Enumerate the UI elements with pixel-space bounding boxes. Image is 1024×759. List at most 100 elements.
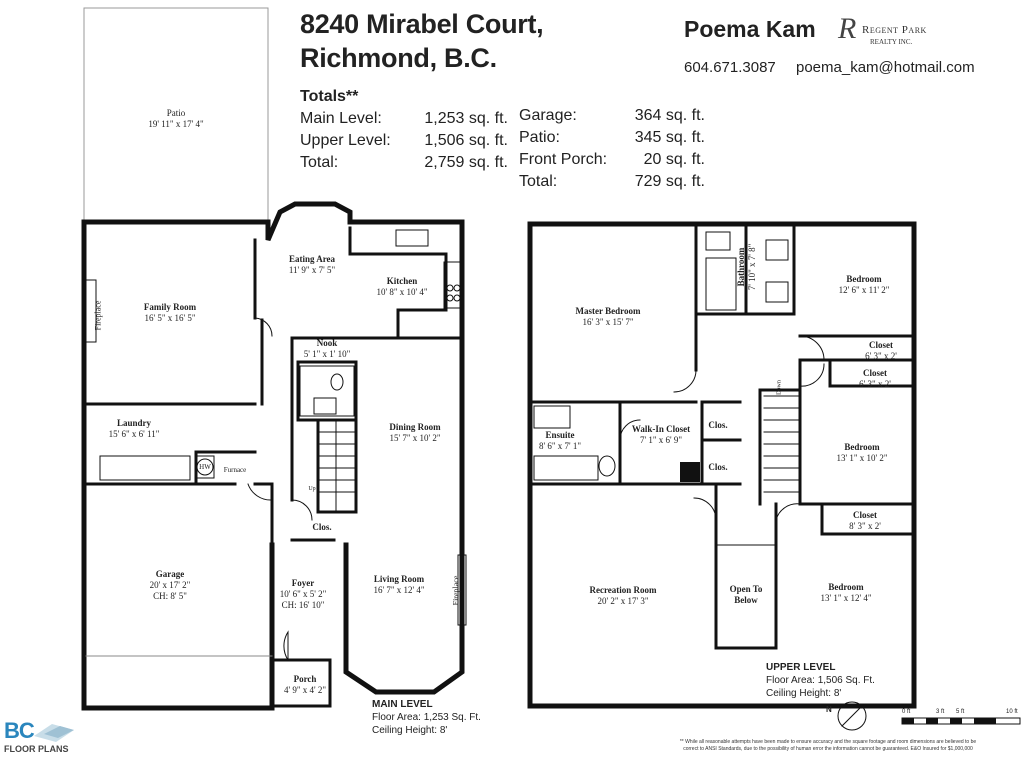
- room-name: Bathroom: [736, 247, 746, 287]
- room-name: Garage: [155, 569, 185, 579]
- room-name: Closet: [852, 510, 877, 520]
- totals-row: Patio:345 sq. ft.: [519, 127, 705, 149]
- totals-value: 364 sq. ft.: [634, 107, 705, 124]
- room-ceiling: CH: 8' 5": [153, 591, 187, 601]
- brokerage-monogram: R: [838, 12, 857, 45]
- scale-bar: [901, 717, 1021, 725]
- closet-label-upper-2: Clos.: [708, 462, 728, 472]
- room-dimensions: 12' 6" x 11' 2": [838, 285, 890, 295]
- room-name: Closet: [862, 368, 887, 378]
- totals-value: 729 sq. ft.: [634, 173, 705, 190]
- room-dimensions: 5' 1" x 1' 10": [303, 349, 351, 359]
- totals-label: Upper Level:: [300, 132, 391, 149]
- totals-label: Total:: [519, 173, 558, 190]
- room-dimensions: 13' 1" x 10' 2": [836, 453, 888, 463]
- stairs-down-label: Down: [776, 380, 783, 395]
- closet-label-upper-1: Clos.: [708, 420, 728, 430]
- upper-level-floor-area: Floor Area: 1,506 Sq. Ft.: [766, 675, 875, 686]
- chimney-block: [680, 462, 700, 482]
- fireplace-label-living: Fireplace: [451, 575, 461, 606]
- room-dimensions: 19' 11" x 17' 4": [148, 119, 204, 129]
- room-name: Bedroom: [846, 274, 882, 284]
- room-dimensions: 16' 5" x 16' 5": [144, 313, 196, 323]
- scale-tick: 0 ft: [902, 709, 911, 715]
- logo-subtext: FLOOR PLANS: [4, 744, 69, 754]
- fireplace-label-family: Fireplace: [93, 300, 103, 331]
- room-dimensions: 20' x 17' 2": [149, 580, 191, 590]
- room-dimensions: 16' 3" x 15' 7": [582, 317, 634, 327]
- room-dimensions: 15' 6" x 6' 11": [108, 429, 160, 439]
- logo-text: BC: [4, 718, 35, 743]
- stairs-up-label: Up: [308, 486, 316, 492]
- closet-label-foyer: Clos.: [312, 522, 332, 532]
- totals-right: Garage: 364 sq. ft. Patio:345 sq. ft. Fro…: [519, 105, 705, 193]
- room-name: Nook: [316, 338, 338, 348]
- room-name: Laundry: [116, 418, 152, 428]
- room-name: Foyer: [291, 578, 315, 588]
- totals-value: 1,253 sq. ft.: [424, 110, 508, 127]
- room-dimensions: 7' 10" x 7' 8": [747, 243, 757, 291]
- main-interior-walls: [84, 226, 464, 708]
- agent-email[interactable]: poema_kam@hotmail.com: [796, 59, 975, 76]
- kitchen-fixtures: [99, 229, 463, 481]
- room-ceiling: CH: 16' 10": [281, 600, 325, 610]
- scale-tick: 5 ft: [956, 709, 965, 715]
- totals-label: Garage:: [519, 107, 577, 124]
- water-heater-label: HW: [199, 463, 211, 471]
- fireplace-living: [457, 554, 467, 626]
- totals-row: Total:2,759 sq. ft.: [300, 152, 508, 174]
- room-name: Open To Below: [729, 584, 763, 605]
- totals-row: Main Level: 1,253 sq. ft.: [300, 108, 508, 130]
- upper-interior-walls: [528, 222, 916, 650]
- scale-tick: 10 ft: [1006, 709, 1018, 715]
- room-dimensions: 16' 7" x 12' 4": [373, 585, 425, 595]
- totals-value: 345 sq. ft.: [634, 129, 705, 146]
- disclaimer-line: correct to ANSI Standards, due to the po…: [683, 746, 973, 752]
- totals-value: 20 sq. ft.: [643, 151, 705, 168]
- main-stairs: [319, 419, 355, 513]
- totals-row: Garage: 364 sq. ft.: [519, 105, 705, 127]
- room-name: Living Room: [373, 574, 425, 584]
- disclaimer-line: ** While all reasonable attempts have be…: [679, 739, 977, 745]
- room-dimensions: 13' 1" x 12' 4": [820, 593, 872, 603]
- room-dimensions: 6' 3" x 2': [865, 351, 897, 361]
- address-line-2: Richmond, B.C.: [300, 43, 497, 73]
- totals-row: Front Porch:20 sq. ft.: [519, 149, 705, 171]
- room-name: Patio: [166, 108, 186, 118]
- room-name: Porch: [293, 674, 317, 684]
- upper-exterior-walls: [527, 221, 917, 709]
- logo-house-icon: [34, 724, 74, 742]
- upper-fixtures: [533, 231, 825, 521]
- room-name: Walk-In Closet: [631, 424, 691, 434]
- agent-phone[interactable]: 604.671.3087: [684, 59, 776, 76]
- room-dimensions: 8' 6" x 7' 1": [538, 441, 582, 451]
- upper-level-ceiling: Ceiling Height: 8': [766, 688, 842, 699]
- north-arrow: [837, 701, 867, 731]
- main-level-ceiling: Ceiling Height: 8': [372, 725, 448, 736]
- totals-left: Main Level: 1,253 sq. ft. Upper Level:1,5…: [300, 108, 508, 174]
- totals-row: Upper Level:1,506 sq. ft.: [300, 130, 508, 152]
- room-dimensions: 10' 8" x 10' 4": [376, 287, 428, 297]
- totals-row: Total: 729 sq. ft.: [519, 171, 705, 193]
- totals-label: Main Level:: [300, 110, 382, 127]
- room-name: Bedroom: [828, 582, 864, 592]
